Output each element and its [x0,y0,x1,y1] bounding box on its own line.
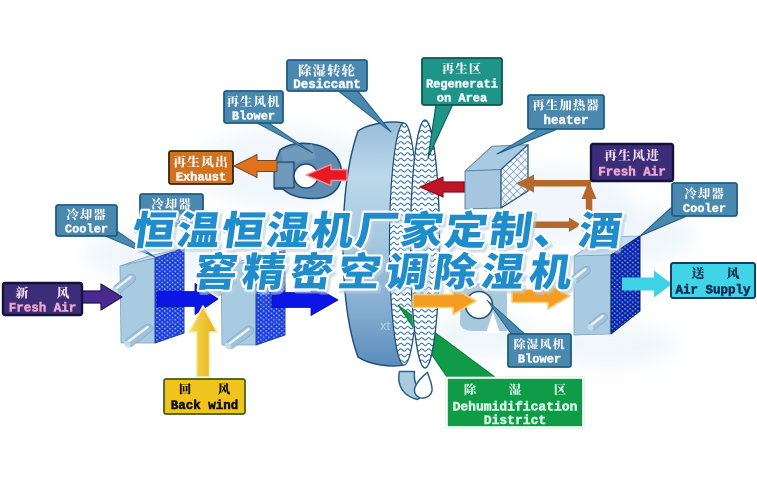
svg-text:Cooler: Cooler [65,223,108,237]
svg-text:Desiccant: Desiccant [293,78,361,92]
svg-text:Fresh Air: Fresh Air [598,166,666,180]
svg-text:Dehumidification: Dehumidification [453,400,578,415]
svg-text:Blower: Blower [232,110,275,124]
svg-text:Air Supply: Air Supply [675,284,751,298]
svg-text:District: District [484,413,546,428]
svg-text:on Area: on Area [437,92,487,106]
svg-text:heater: heater [543,114,588,128]
svg-text:Regenerati: Regenerati [426,78,498,92]
svg-text:Back wind: Back wind [171,399,239,413]
svg-text:Exhaust: Exhaust [176,171,226,185]
svg-text:Cooler: Cooler [683,202,726,216]
svg-text:xt: xt [380,318,391,333]
svg-text:Fresh Air: Fresh Air [9,302,77,316]
svg-text:Blower: Blower [518,353,561,367]
